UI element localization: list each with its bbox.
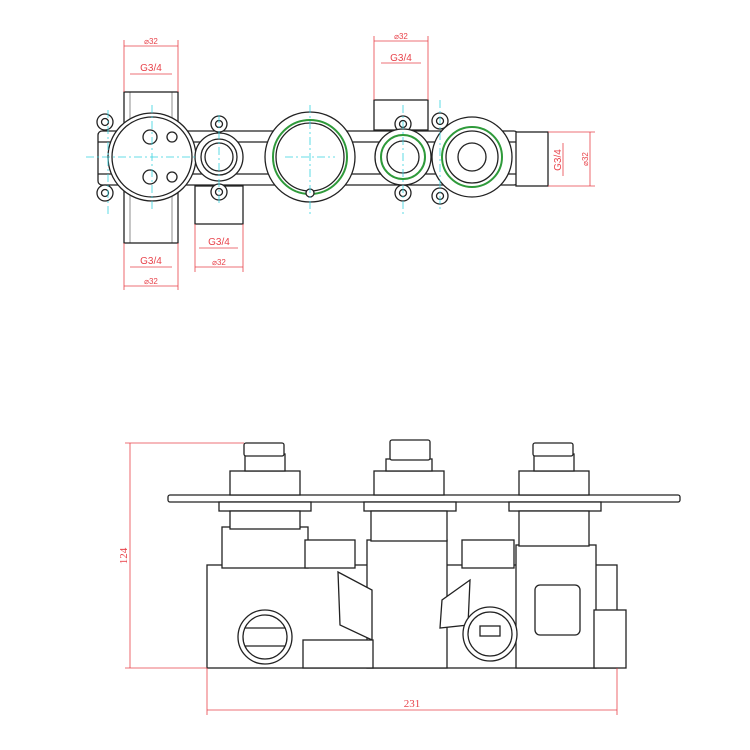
centerlines [86,100,441,215]
dim-width: 231 [404,698,421,710]
bottom-ports [237,606,518,665]
dim-height: 124 [118,547,130,564]
dim-bottom-mid-dia: ⌀32 [212,258,226,267]
dim-bottom-left-dia: ⌀32 [144,277,158,286]
right-port [515,131,549,187]
dim-mid-top-dia: ⌀32 [394,32,408,41]
right-valve-housing [431,116,513,198]
stems [218,439,602,547]
front-view: 124 231 [118,439,681,715]
top-view: ⌀32 G3/4 ⌀32 G3/4 G3/4 ⌀32 G3/4 ⌀32 G3/4… [86,32,595,290]
dim-left-top-thread: G3/4 [140,63,162,74]
dim-left-top-dia: ⌀32 [144,37,158,46]
dim-mid-top-thread: G3/4 [390,53,412,64]
plate [167,494,681,503]
dim-right-dia: ⌀32 [581,152,590,166]
dimensions: ⌀32 G3/4 ⌀32 G3/4 G3/4 ⌀32 G3/4 ⌀32 G3/4… [123,32,595,290]
dim-bottom-mid-thread: G3/4 [208,237,230,248]
dimensions: 124 231 [118,442,618,715]
dim-bottom-left-thread: G3/4 [140,256,162,267]
dim-right-thread: G3/4 [553,149,564,171]
second-valve-housing [194,132,244,182]
